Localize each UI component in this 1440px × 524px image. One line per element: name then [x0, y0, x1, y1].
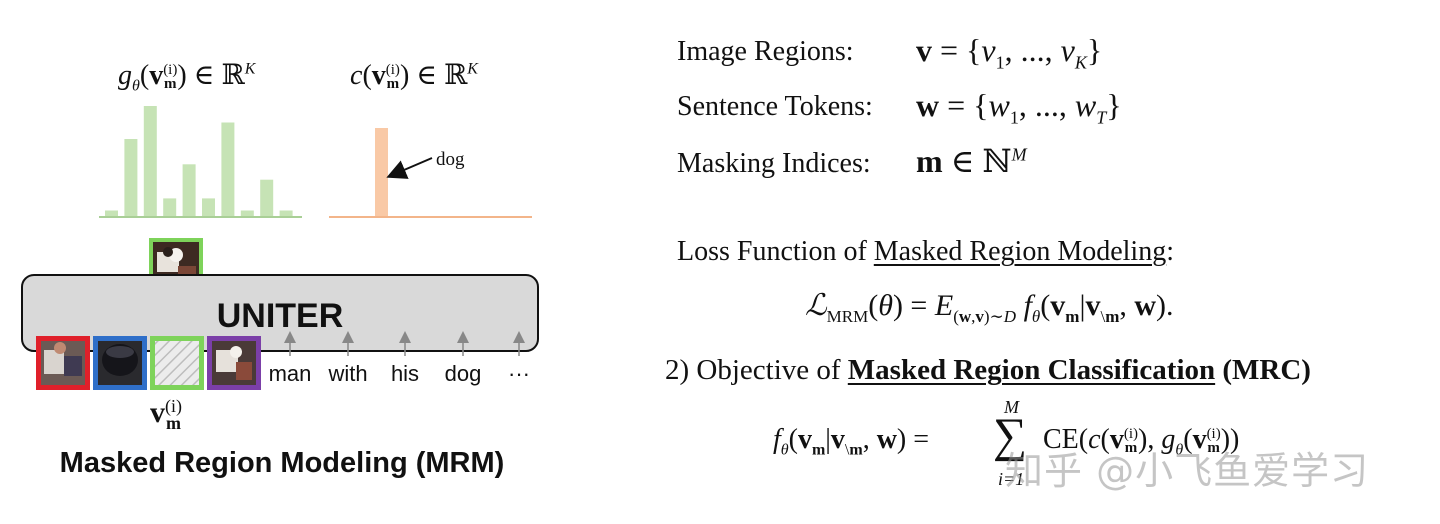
masking-indices-label: Masking Indices:: [677, 148, 871, 179]
hist-left-bar: [105, 210, 118, 216]
dog-arrow: [386, 157, 433, 179]
mrc-objective-heading: 2) Objective of Masked Region Classifica…: [665, 354, 1311, 386]
token-label: his: [391, 361, 419, 386]
token-input-arrows: [284, 331, 525, 356]
sentence-tokens-label: Sentence Tokens:: [677, 91, 873, 122]
image-regions-label: Image Regions:: [677, 36, 854, 67]
mrm-link-text: Masked Region Modeling: [873, 236, 1167, 267]
token-label: dog: [445, 361, 482, 386]
uniter-label: UNITER: [217, 297, 344, 335]
mrm-loss-equation: ℒMRM(θ) = E(w,v)∼D fθ(vm|v\m, w).: [805, 289, 1174, 326]
target-distribution-histogram: [375, 128, 388, 216]
dog-annotation: dog: [436, 149, 465, 170]
sum-lower-limit: i=1: [998, 469, 1025, 489]
sum-symbol: ∑: [993, 409, 1028, 462]
masked-region-label: v(i)m: [150, 396, 182, 434]
hist-left-bar: [221, 122, 235, 216]
hist-right-formula: c(v(i)m) ∈ ℝK: [350, 60, 478, 92]
image-region-4: [207, 336, 261, 390]
token-label: with: [327, 361, 367, 386]
mrc-link-text: Masked Region Classification: [847, 354, 1216, 386]
image-regions-equation: v = {v1, ..., vK}: [916, 32, 1103, 73]
loss-function-heading: Loss Function of Masked Region Modeling:: [677, 236, 1174, 267]
image-region-1: [36, 336, 90, 390]
sentence-tokens-equation: w = {w1, ..., wT}: [916, 87, 1122, 128]
hist-right-bar: [375, 128, 388, 216]
image-region-2: [93, 336, 147, 390]
hist-left-bar: [163, 198, 177, 216]
predicted-distribution-histogram: [105, 106, 293, 216]
hist-left-bar: [279, 210, 293, 216]
sum-upper-limit: M: [1004, 397, 1019, 417]
mrc-equation: fθ(vm|v\m, w) =: [773, 424, 930, 459]
token-label: ···: [508, 361, 530, 386]
mrm-caption: Masked Region Modeling (MRM): [60, 447, 505, 479]
hist-left-bar: [143, 106, 157, 216]
watermark: 知乎 @小飞鱼爱学习: [1005, 449, 1370, 493]
masked-image-region: [150, 336, 204, 390]
hist-left-bar: [260, 179, 274, 216]
mrc-cross-entropy: CE(c(v(i)m), gθ(v(i)m)): [1043, 424, 1240, 459]
hist-left-formula: gθ(v(i)m) ∈ ℝK: [118, 60, 256, 95]
hist-left-bar: [124, 139, 138, 216]
token-label: man: [269, 361, 312, 386]
hist-left-bar: [182, 164, 196, 216]
masking-indices-equation: m ∈ ℕM: [916, 143, 1027, 179]
hist-left-bar: [240, 210, 254, 216]
hist-left-bar: [202, 198, 215, 216]
